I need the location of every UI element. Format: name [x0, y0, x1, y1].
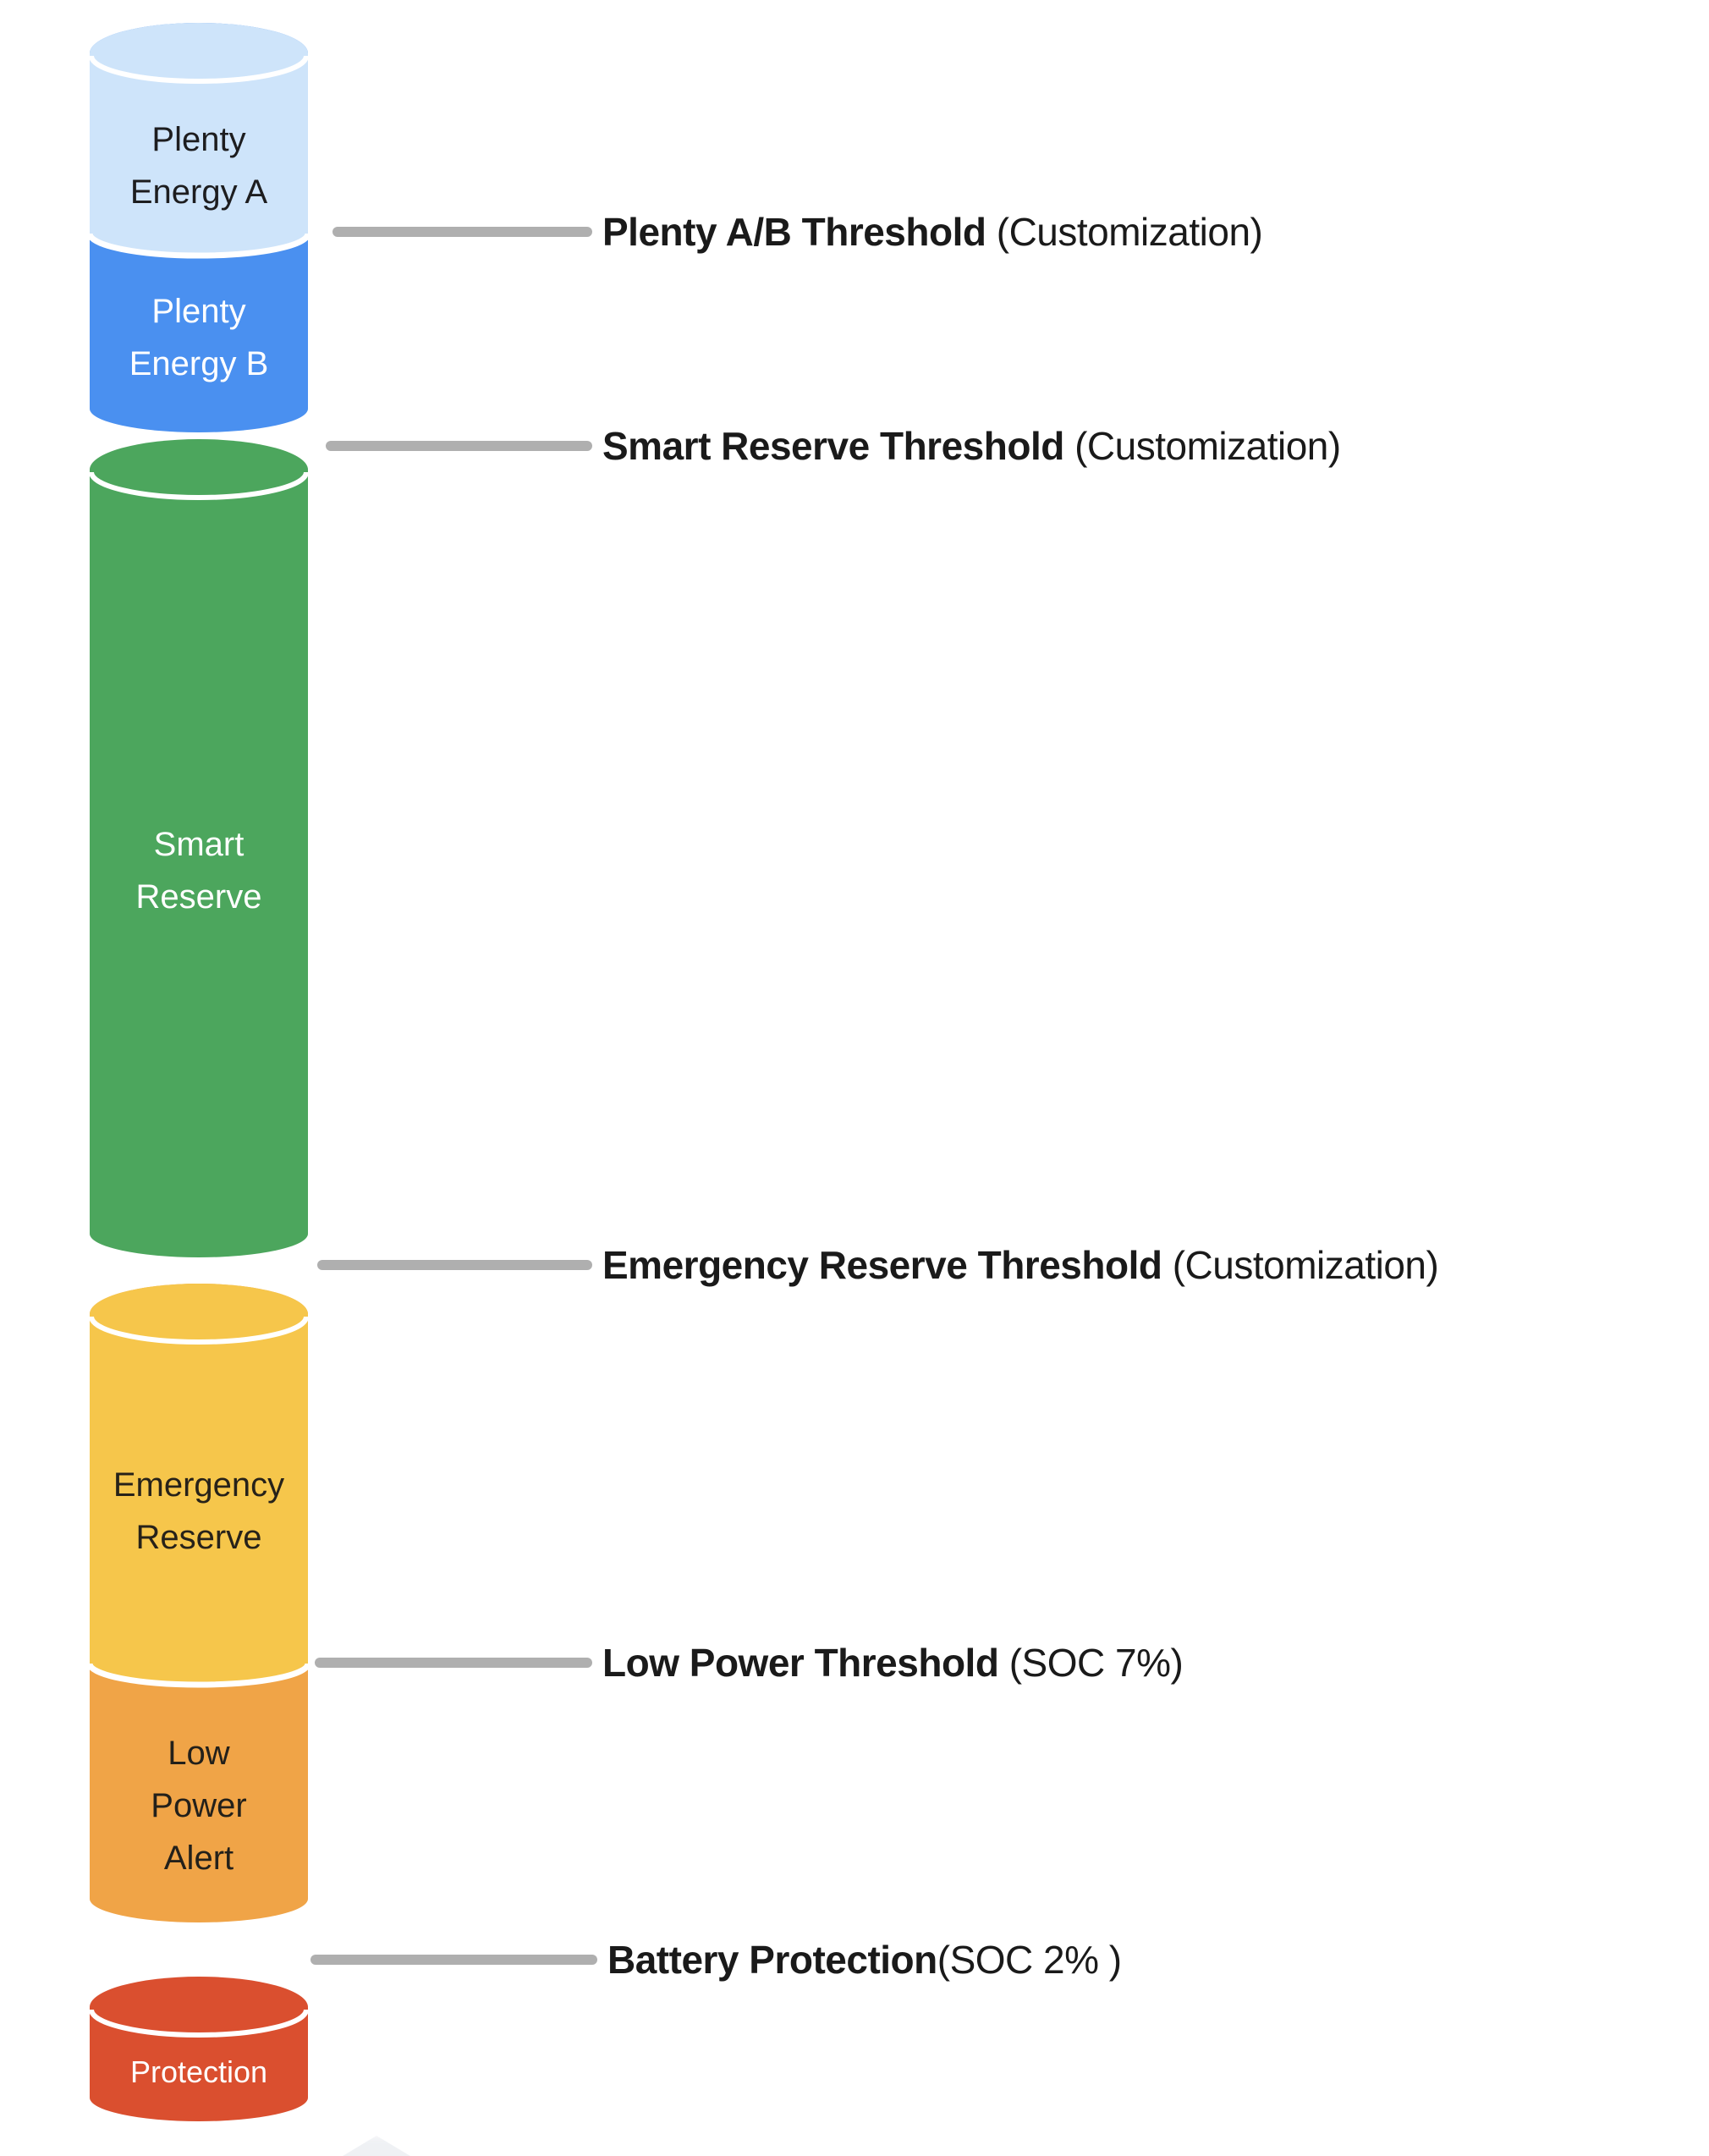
- segment-separator-arc: [86, 233, 311, 259]
- threshold-connector-line: [317, 1260, 592, 1270]
- cylinder-lid-arc: [89, 55, 309, 84]
- segment-label-plenty-b: Plenty Energy B: [129, 293, 269, 382]
- threshold-row-emergency-reserve: Emergency Reserve Threshold (Customizati…: [317, 1243, 1439, 1287]
- cylinder-lid-arc: [89, 2009, 309, 2038]
- segment-separator-arc: [86, 1663, 311, 1688]
- threshold-connector-line: [315, 1658, 592, 1668]
- threshold-connector-line: [326, 441, 592, 451]
- threshold-row-low-power: Low Power Threshold (SOC 7%): [315, 1641, 1184, 1685]
- cylinder-segment-emergency-reserve: [90, 1284, 308, 1685]
- threshold-connector-line: [310, 1955, 597, 1965]
- threshold-label-plenty-ab: Plenty A/B Threshold (Customization): [602, 210, 1263, 254]
- cylinder-smart-reserve: [89, 439, 309, 1257]
- threshold-label-battery-protection: Battery Protection(SOC 2% ): [607, 1938, 1122, 1982]
- cylinder-emergency-lowpower: [86, 1284, 311, 1922]
- threshold-row-battery-protection: Battery Protection(SOC 2% ): [310, 1938, 1122, 1982]
- cylinder-segment-plenty-a: [90, 23, 308, 256]
- threshold-row-plenty-ab: Plenty A/B Threshold (Customization): [332, 210, 1263, 254]
- cylinder-segment-smart-reserve: [90, 439, 308, 1257]
- cylinder-protection: [89, 1977, 309, 2121]
- segment-label-protection: Protection: [129, 2054, 268, 2089]
- threshold-row-smart-reserve: Smart Reserve Threshold (Customization): [326, 424, 1341, 468]
- threshold-label-emergency-reserve: Emergency Reserve Threshold (Customizati…: [602, 1243, 1439, 1287]
- segment-label-smart-reserve: Smart Reserve: [135, 826, 262, 916]
- threshold-label-smart-reserve: Smart Reserve Threshold (Customization): [602, 424, 1341, 468]
- segment-label-low-power-alert: Low Power Alert: [151, 1735, 247, 1877]
- segment-label-emergency-reserve: Emergency Reserve: [113, 1466, 285, 1556]
- cylinder-lid-arc: [89, 471, 309, 500]
- segment-label-plenty-a: Plenty Energy A: [129, 121, 268, 211]
- threshold-label-low-power: Low Power Threshold (SOC 7%): [602, 1641, 1184, 1685]
- cylinder-segment-protection: [90, 1977, 308, 2121]
- threshold-connector-line: [332, 227, 592, 237]
- cylinder-lid-arc: [89, 1316, 309, 1345]
- faint-bottom-shape: [292, 2136, 461, 2156]
- cylinder-plenty-energy: [86, 23, 311, 432]
